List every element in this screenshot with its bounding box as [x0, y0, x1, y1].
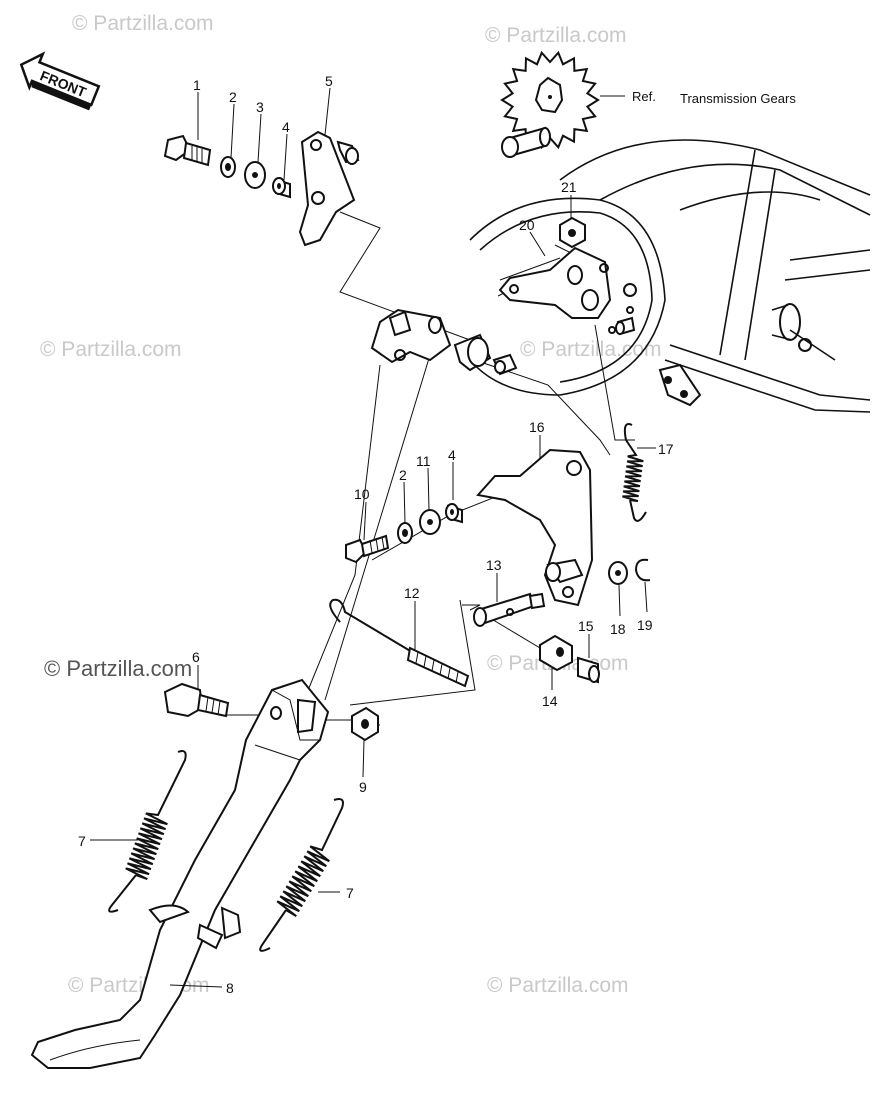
callout-9: 9 — [359, 779, 367, 795]
callout-2: 2 — [399, 467, 407, 483]
part-21-nut — [559, 216, 586, 249]
part-4-spacer — [272, 177, 291, 199]
part-12-rod — [329, 598, 470, 688]
reference-note: Ref. Transmission Gears — [600, 89, 796, 106]
part-13-pin — [473, 592, 546, 627]
callout-11: 11 — [416, 453, 431, 469]
callout-10: 10 — [354, 486, 370, 502]
callout-leaders — [90, 87, 656, 988]
callout-17: 17 — [658, 441, 674, 457]
callout-4: 4 — [282, 119, 290, 135]
part-5-bracket — [298, 130, 360, 247]
callout-1: 1 — [193, 77, 201, 93]
callout-12: 12 — [404, 585, 420, 601]
part-10-bolt — [345, 534, 390, 564]
callout-5: 5 — [325, 73, 333, 89]
callout-13: 13 — [486, 557, 502, 573]
stand-mount-bracket — [370, 308, 518, 376]
callout-20: 20 — [519, 217, 535, 233]
frame-tab — [658, 363, 702, 407]
watermark: © Partzilla.com — [520, 338, 662, 361]
part-1-bolt — [163, 134, 212, 167]
part-6-bolt — [163, 682, 230, 718]
callout-15: 15 — [578, 618, 594, 634]
watermark: © Partzilla.com — [72, 12, 214, 35]
callout-3: 3 — [256, 99, 264, 115]
part-14-nut — [539, 634, 573, 672]
callout-14: 14 — [542, 693, 558, 709]
callout-6: 6 — [192, 649, 200, 665]
callouts: 1 2 3 4 5 6 7 7 8 9 10 2 11 4 12 13 14 1… — [78, 73, 674, 996]
sprocket-icon — [500, 50, 600, 158]
callout-8: 8 — [226, 980, 234, 996]
reference-text: Transmission Gears — [680, 91, 796, 106]
callout-2: 2 — [229, 89, 237, 105]
part-16-bracket — [476, 448, 594, 607]
part-20-bracket — [498, 246, 636, 336]
watermark: © Partzilla.com — [485, 24, 627, 47]
callout-7: 7 — [78, 833, 86, 849]
watermark: © Partzilla.com — [487, 974, 629, 997]
callout-21: 21 — [561, 179, 577, 195]
callout-19: 19 — [637, 617, 653, 633]
callout-4: 4 — [448, 447, 456, 463]
part-8-side-stand — [30, 678, 330, 1069]
callout-18: 18 — [610, 621, 626, 637]
part-19-clip — [634, 558, 651, 582]
frame-tubes — [559, 139, 871, 413]
part-4-spacer — [445, 503, 463, 524]
callout-7: 7 — [346, 885, 354, 901]
part-17-spring — [622, 423, 647, 522]
reference-prefix: Ref. — [632, 89, 656, 104]
watermark: © Partzilla.com — [44, 656, 192, 681]
part-7-spring — [108, 750, 187, 913]
front-arrow-icon: FRONT — [19, 51, 101, 111]
callout-16: 16 — [529, 419, 545, 435]
part-9-nut — [351, 706, 379, 742]
sprocket-cover-outline — [469, 197, 666, 396]
watermark: © Partzilla.com — [40, 338, 182, 361]
part-7-spring — [259, 798, 344, 952]
part-15-collar — [577, 656, 600, 684]
